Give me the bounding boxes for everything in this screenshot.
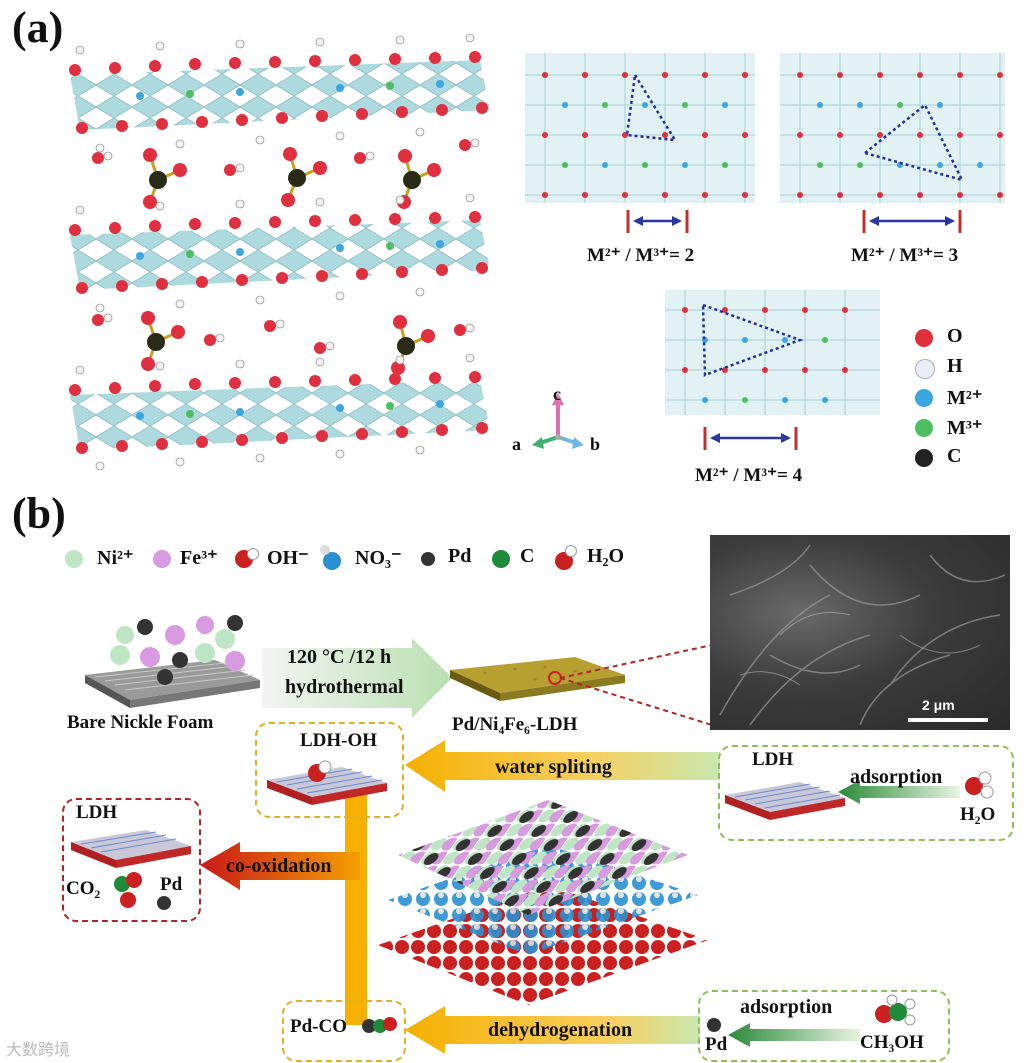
h2o-label: H₂O: [960, 804, 996, 825]
axis-b-label: b: [590, 434, 601, 454]
hydroxide-layer-bottom: [69, 353, 490, 470]
bare-nickel-foam: [85, 615, 260, 708]
ldh-co-label: LDH: [76, 802, 118, 823]
co2-label: CO₂: [66, 878, 101, 899]
watermark: 大数跨境: [6, 1042, 71, 1059]
scale-bar-label: 2 μm: [922, 697, 955, 713]
methanol-adsorption-box: [698, 990, 950, 1062]
pd-atom-adsorption: [707, 1018, 721, 1032]
product-label: Pd/Ni₄Fe₆-LDH: [452, 714, 578, 735]
water-molecule-icon: [965, 771, 994, 799]
vertical-connector: [345, 790, 367, 1025]
panel-b-label: (b): [12, 489, 66, 538]
scale-bar: [908, 718, 988, 722]
species-legend: Ni²⁺ Fe³⁺ OH⁻ NO₃⁻ Pd C H₂O: [65, 545, 665, 575]
adsorption-top-label: adsorption: [850, 766, 943, 788]
adsorption-arrow-bottom: [728, 1023, 860, 1047]
zoom-lines: [559, 644, 713, 726]
reaction-arrows: [200, 740, 960, 1054]
ldh-oh-label: LDH-OH: [300, 730, 378, 751]
hydroxide-layer-top: [69, 33, 490, 153]
co-oxidation-arrow: [200, 842, 360, 890]
pd-co-box: [282, 1000, 406, 1062]
pd-co-adsorbate: [362, 1017, 397, 1033]
ratio-label-4: M²⁺ / M³⁺= 4: [695, 465, 803, 486]
adsorption-arrow-top: [838, 780, 960, 804]
pd-atom-product: [157, 896, 171, 910]
oxygen-swatch: [915, 329, 933, 347]
central-ldh-lattice: [378, 800, 708, 1005]
co2-molecule: [114, 872, 142, 908]
oxygen-atoms-top: [69, 51, 488, 134]
pd-ldh-foam: [450, 657, 625, 701]
precursor-ions: [110, 615, 245, 685]
ldh-water-slab: [725, 782, 845, 820]
pd-product-label: Pd: [160, 874, 183, 895]
carbon-swatch: [915, 449, 933, 467]
interlayer-carbonate-1: [92, 138, 480, 209]
ldh-layered-structure: [69, 33, 490, 470]
ldh-adsorption-label: LDH: [752, 749, 794, 770]
condition-method: hydrothermal: [285, 676, 404, 698]
pd-swatch: [421, 552, 435, 566]
condition-temperature: 120 °C /12 h: [287, 646, 392, 668]
axis-a-label: a: [512, 434, 521, 454]
hydrogen-swatch: [915, 359, 935, 379]
adsorption-bottom-label: adsorption: [740, 996, 833, 1018]
lattice-view-ratio-3: [780, 53, 1005, 233]
axis-triad: [532, 393, 584, 449]
c-swatch: [492, 550, 510, 568]
water-splitting-arrow: [405, 740, 720, 792]
ratio-label-2: M²⁺ / M³⁺= 2: [587, 245, 695, 266]
ratio-label-3: M²⁺ / M³⁺= 3: [851, 245, 959, 266]
nitrate-swatch: [323, 552, 341, 570]
co-oxidation-label: co-oxidation: [226, 855, 332, 877]
pd-co-label: Pd-CO: [290, 1016, 347, 1037]
sem-image: 2 μm: [710, 535, 1010, 730]
pd-adsorption-label: Pd: [705, 1034, 728, 1055]
dehydrogenation-label: dehydrogenation: [488, 1019, 633, 1041]
hydrothermal-arrow: [262, 638, 452, 718]
ni-swatch: [65, 550, 83, 568]
axis-c-label: c: [553, 384, 561, 404]
fe-swatch: [153, 550, 171, 568]
panel-a-label: (a): [12, 3, 64, 52]
ldh-co-slab: [71, 830, 191, 868]
lattice-view-ratio-2: [525, 53, 755, 233]
dehydrogenation-arrow: [405, 1006, 700, 1054]
co-oxidation-box: [62, 798, 201, 922]
hydroxide-layer-middle: [69, 193, 490, 313]
m3-swatch: [915, 419, 933, 437]
m2-swatch: [915, 389, 933, 407]
ldh-oh-box: [255, 722, 404, 818]
ldh-oh-slab: [267, 760, 387, 805]
bare-foam-label: Bare Nickle Foam: [67, 712, 214, 733]
lattice-view-ratio-4: [665, 290, 880, 450]
ch3oh-label: CH₃OH: [860, 1032, 924, 1053]
methanol-molecule: [875, 994, 916, 1026]
sem-nanosheets: [719, 544, 1006, 726]
interlayer-carbonate-2: [92, 311, 475, 375]
water-splitting-label: water spliting: [495, 756, 612, 778]
water-adsorption-box: [718, 745, 1014, 841]
